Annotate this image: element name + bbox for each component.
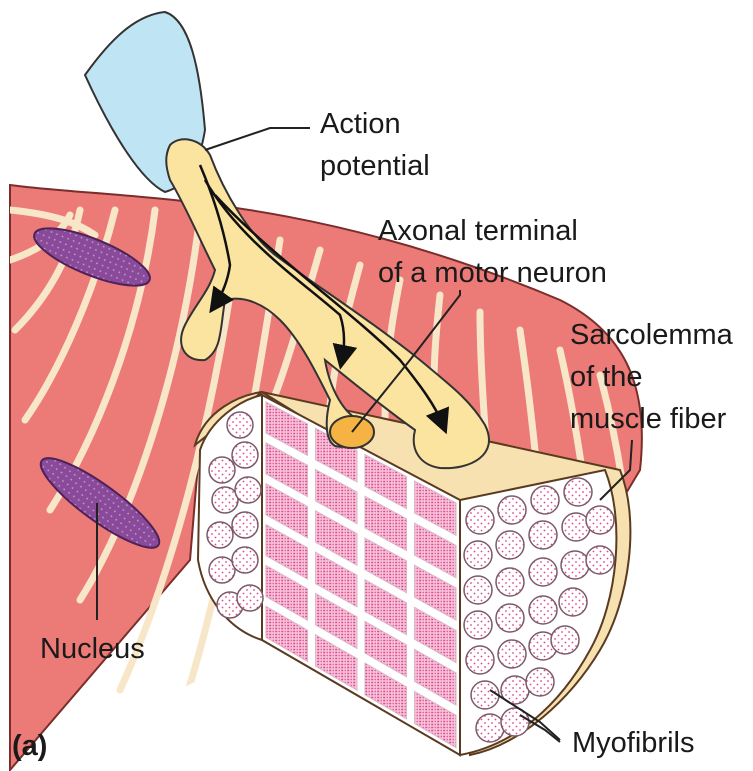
label-action-potential: Action potential [320, 108, 430, 182]
myofibril [464, 611, 492, 639]
myofibril [209, 557, 235, 583]
myofibril [551, 626, 579, 654]
myofibril [496, 604, 524, 632]
myofibril [529, 596, 557, 624]
myofibril [529, 558, 557, 586]
myofibril [561, 551, 589, 579]
label-nucleus: Nucleus [40, 633, 145, 665]
myofibril [464, 576, 492, 604]
myofibril [564, 478, 592, 506]
label-myofibrils: Myofibrils [572, 727, 694, 759]
myofibril [207, 522, 233, 548]
myofibril [466, 646, 494, 674]
myofibril [586, 506, 614, 534]
myofibril [466, 506, 494, 534]
myofibril [529, 521, 557, 549]
myofibril [209, 457, 235, 483]
myofibril [471, 681, 499, 709]
myofibril [227, 412, 253, 438]
myofibril [232, 512, 258, 538]
myofibril [237, 585, 263, 611]
myofibril [531, 486, 559, 514]
myofibril [559, 588, 587, 616]
myofibril [496, 531, 524, 559]
panel-label: (a) [12, 730, 47, 762]
myofibril [464, 541, 492, 569]
myofibril [235, 477, 261, 503]
myofibril [526, 668, 554, 696]
myofibril [212, 487, 238, 513]
myofibril [496, 568, 524, 596]
myofibril [232, 547, 258, 573]
myofibril [498, 496, 526, 524]
myofibril [476, 714, 504, 742]
myofibril [498, 640, 526, 668]
myofibril [232, 442, 258, 468]
label-sarcolemma: Sarcolemma of the muscle fiber [570, 319, 741, 435]
myofibril [586, 546, 614, 574]
